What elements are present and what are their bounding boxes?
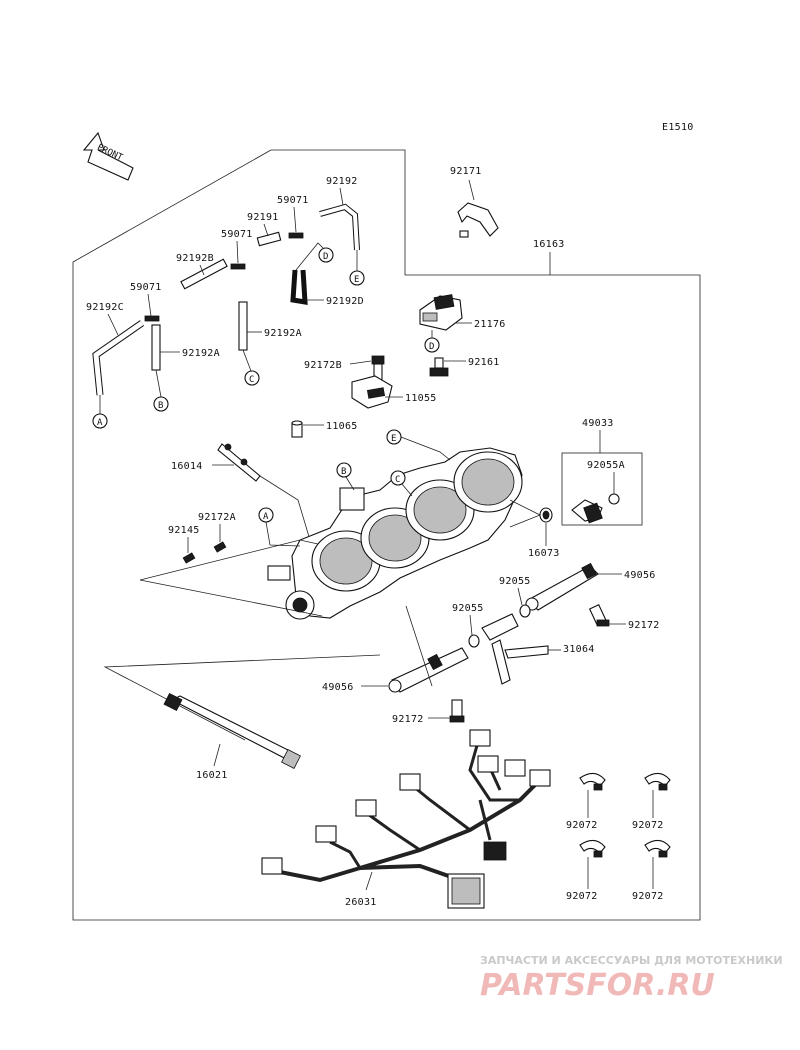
- part-label-49056-left: 49056: [322, 682, 354, 693]
- part-label-59071-mid: 59071: [221, 229, 253, 240]
- part-label-11065: 11065: [326, 421, 358, 432]
- bolt-92172-right: [588, 603, 610, 627]
- svg-text:E: E: [354, 275, 359, 285]
- ref-marker-a-body: A: [258, 507, 301, 547]
- part-label-92191: 92191: [247, 212, 279, 223]
- part-label-59071-left: 59071: [130, 282, 162, 293]
- watermark-logo: PARTSFOR.RU: [480, 968, 715, 1003]
- svg-text:D: D: [429, 342, 434, 352]
- ref-marker-b-body: B: [336, 462, 355, 491]
- part-label-92055-b: 92055: [452, 603, 484, 614]
- clamp-92072-b: [644, 772, 671, 791]
- part-label-16163: 16163: [533, 239, 565, 250]
- screw-92145: [182, 552, 196, 564]
- watermark-tagline: ЗАПЧАСТИ И АКСЕССУАРЫ ДЛЯ МОТОТЕХНИКИ: [480, 954, 783, 967]
- part-label-92172-right: 92172: [628, 620, 660, 631]
- ref-marker-c-tube: C: [242, 349, 260, 386]
- bracket-11055: [351, 375, 393, 409]
- bolt-92172a: [213, 541, 227, 553]
- injector-kit-49033: [561, 452, 643, 526]
- seal-16073: [539, 507, 553, 523]
- part-label-92192: 92192: [326, 176, 358, 187]
- ref-marker-e-tube: E: [349, 250, 365, 286]
- part-label-16014: 16014: [171, 461, 203, 472]
- part-label-16073: 16073: [528, 548, 560, 559]
- part-label-92192d: 92192D: [326, 296, 364, 307]
- o-ring-92055-a: [519, 604, 531, 618]
- clamp-92072-d: [644, 839, 671, 858]
- part-label-49033: 49033: [582, 418, 614, 429]
- part-label-92192c: 92192C: [86, 302, 124, 313]
- sensor-21176: [419, 294, 463, 331]
- part-label-92192a-right: 92192A: [264, 328, 302, 339]
- svg-text:B: B: [341, 467, 346, 477]
- part-label-92055a: 92055A: [587, 460, 625, 471]
- ref-marker-a-tube: A: [92, 395, 108, 429]
- throttle-body-assembly: [267, 447, 523, 620]
- svg-text:E: E: [391, 434, 396, 444]
- ref-marker-d-sensor: D: [424, 330, 440, 353]
- part-label-49056-right: 49056: [624, 570, 656, 581]
- part-label-92161: 92161: [468, 357, 500, 368]
- part-label-92055-a: 92055: [499, 576, 531, 587]
- part-label-92072-a: 92072: [566, 820, 598, 831]
- sensor-16014: [217, 443, 261, 482]
- part-label-92072-c: 92072: [566, 891, 598, 902]
- part-label-92171: 92171: [450, 166, 482, 177]
- fitting-92161: [429, 357, 449, 377]
- part-label-92145: 92145: [168, 525, 200, 536]
- clamp-92072-a: [579, 772, 606, 791]
- part-label-26031: 26031: [345, 897, 377, 908]
- part-label-92192b: 92192B: [176, 253, 214, 264]
- ref-marker-c-body: C: [390, 470, 413, 497]
- part-label-31064: 31064: [563, 644, 595, 655]
- delivery-pipe-49056-left: [388, 647, 469, 693]
- ref-marker-d-tube: D: [295, 242, 334, 271]
- bolt-92172-low: [449, 699, 465, 723]
- svg-text:C: C: [249, 375, 254, 385]
- svg-text:D: D: [323, 252, 328, 262]
- part-label-21176: 21176: [474, 319, 506, 330]
- cap-11065: [291, 420, 303, 438]
- pipe-31064: [481, 613, 549, 685]
- part-label-11055: 11055: [405, 393, 437, 404]
- part-label-92172b: 92172B: [304, 360, 342, 371]
- diagram-code: E1510: [662, 122, 694, 133]
- delivery-pipe-49056-right: [525, 562, 599, 611]
- clamp-92072-c: [579, 839, 606, 858]
- assembly-outline: [72, 149, 701, 921]
- ref-marker-e-body: E: [386, 429, 451, 461]
- front-arrow-icon: FRONT: [82, 131, 134, 181]
- svg-text:A: A: [97, 418, 103, 428]
- wiring-harness-26031: [261, 729, 551, 909]
- ref-marker-b-tube: B: [153, 369, 169, 412]
- clip-92171: [457, 202, 499, 238]
- svg-text:A: A: [263, 512, 269, 522]
- cable-16021: [163, 692, 301, 769]
- part-label-59071-top: 59071: [277, 195, 309, 206]
- part-label-92072-d: 92072: [632, 891, 664, 902]
- svg-text:B: B: [158, 401, 163, 411]
- part-label-92192a-left: 92192A: [182, 348, 220, 359]
- part-label-16021: 16021: [196, 770, 228, 781]
- svg-text:C: C: [395, 475, 400, 485]
- part-label-92172-low: 92172: [392, 714, 424, 725]
- part-label-92072-b: 92072: [632, 820, 664, 831]
- o-ring-92055-b: [468, 634, 480, 648]
- part-label-92172a: 92172A: [198, 512, 236, 523]
